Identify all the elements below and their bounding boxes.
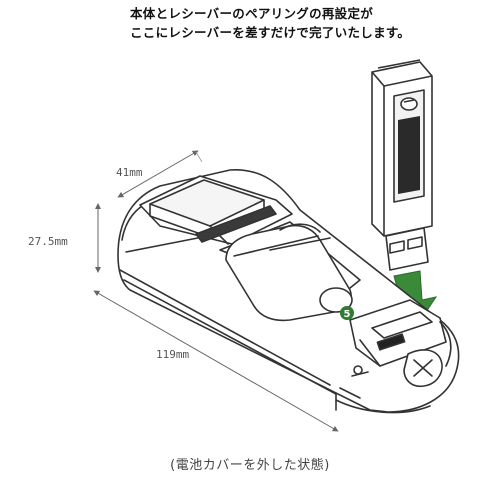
- instruction-line-2: ここにレシーバーを差すだけで完了いたします。: [130, 25, 411, 40]
- dimension-width-label: 41mm: [116, 166, 143, 179]
- instruction-caption: 本体とレシーバーのペアリングの再設定が ここにレシーバーを差すだけで完了いたしま…: [130, 4, 430, 42]
- state-caption: (電池カバーを外した状態): [170, 458, 330, 473]
- dimension-length-label: 119mm: [156, 348, 189, 361]
- dimension-length: 119mm: [93, 290, 339, 432]
- instruction-line-1: 本体とレシーバーのペアリングの再設定が: [130, 6, 374, 21]
- svg-text:5: 5: [344, 309, 351, 320]
- step-marker: 5: [340, 306, 354, 320]
- dimension-height: 27.5mm: [28, 203, 101, 273]
- dimension-height-label: 27.5mm: [28, 235, 68, 248]
- usb-receiver: [371, 59, 433, 271]
- dimension-width: 41mm: [116, 150, 203, 198]
